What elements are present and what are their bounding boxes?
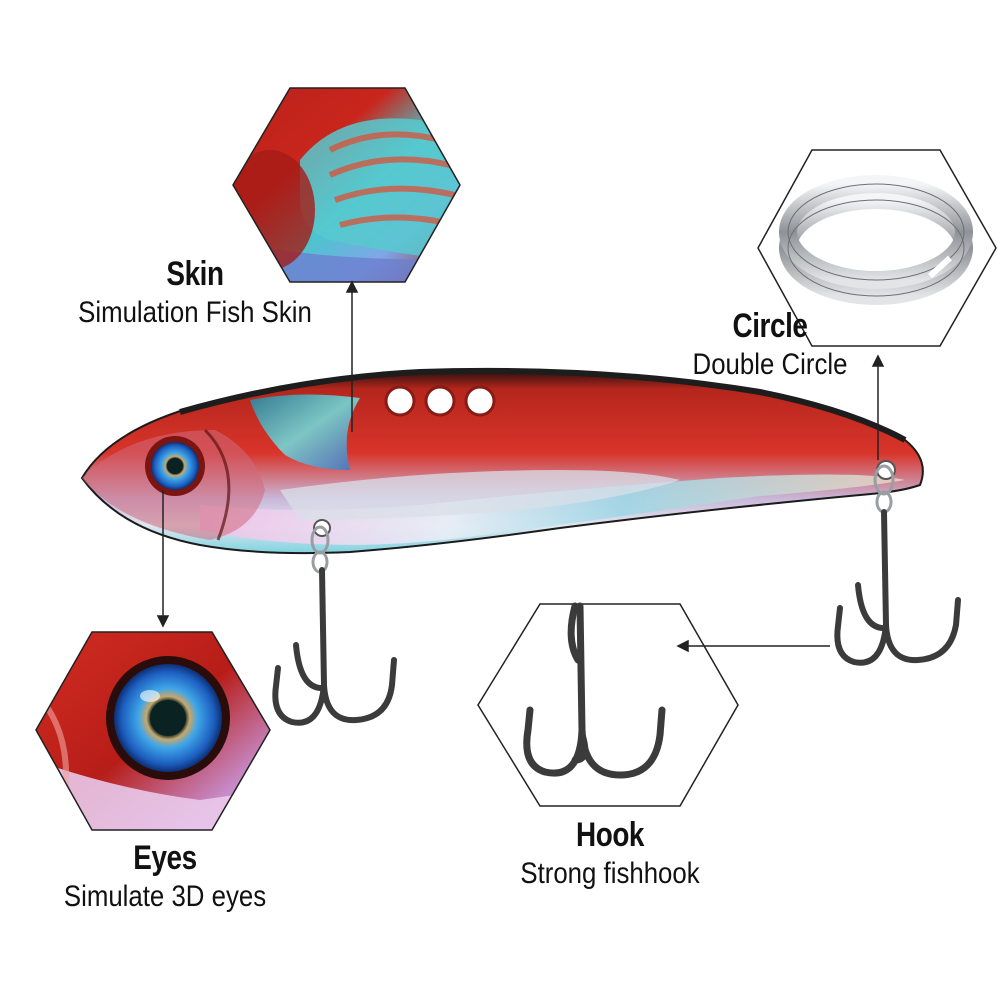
treble-hook-icon bbox=[523, 602, 666, 779]
hook-description: Strong fishhook bbox=[520, 857, 700, 890]
circle-title: Circle bbox=[732, 307, 808, 345]
skin-callout: Skin Simulation Fish Skin bbox=[40, 254, 350, 332]
eyes-description: Simulate 3D eyes bbox=[63, 880, 267, 913]
lure-holes bbox=[384, 385, 496, 417]
skin-closeup bbox=[232, 87, 461, 283]
eyes-title: Eyes bbox=[133, 839, 197, 877]
circle-description: Double Circle bbox=[692, 348, 848, 381]
split-ring-closeup bbox=[757, 149, 997, 347]
front-treble-hook bbox=[272, 567, 397, 726]
hook-title: Hook bbox=[575, 816, 645, 854]
lure-fin-pattern bbox=[250, 394, 360, 470]
split-ring-icon bbox=[779, 175, 973, 305]
skin-title: Skin bbox=[166, 255, 224, 293]
skin-description: Simulation Fish Skin bbox=[78, 296, 312, 329]
lure-split-rings bbox=[310, 464, 895, 574]
callout-arrows bbox=[156, 280, 885, 653]
fishing-lure-icon bbox=[80, 367, 924, 555]
lure-eye-icon bbox=[106, 656, 230, 780]
eye-closeup bbox=[35, 631, 271, 831]
eyes-callout: Eyes Simulate 3D eyes bbox=[20, 838, 310, 916]
hook-callout: Hook Strong fishhook bbox=[470, 815, 750, 893]
circle-callout: Circle Double Circle bbox=[640, 306, 900, 384]
hook-closeup bbox=[477, 602, 739, 807]
lure-eye bbox=[145, 436, 205, 496]
rear-treble-hook bbox=[834, 509, 961, 666]
